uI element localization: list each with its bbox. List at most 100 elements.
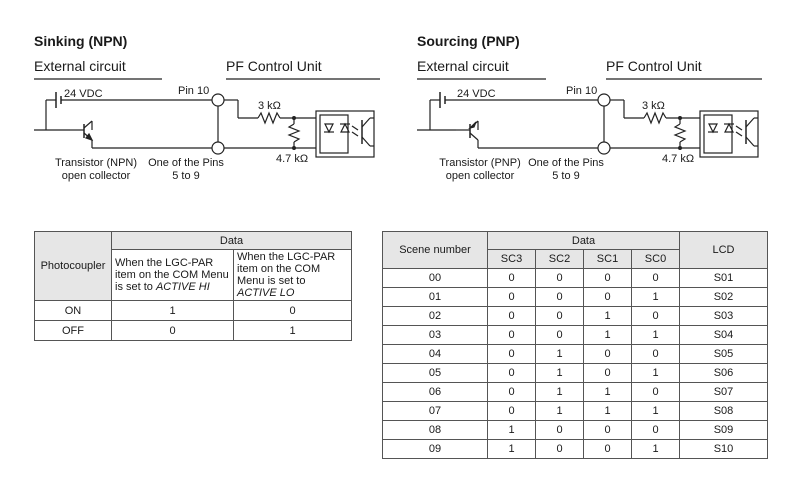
state-cell: OFF <box>34 320 112 341</box>
bit-cell: 0 <box>535 268 584 288</box>
bit-cell: 0 <box>487 287 536 307</box>
bit-cell: 0 <box>535 306 584 326</box>
state-cell: ON <box>34 300 112 321</box>
table-row: OFF 0 1 <box>34 320 352 341</box>
bit-cell: 0 <box>631 382 680 402</box>
bit-cell: 0 <box>583 287 632 307</box>
scene-table: Scene number Data LCD SC3 SC2 SC1 SC0 00… <box>382 231 768 459</box>
lo-cell: 1 <box>233 320 352 341</box>
sourcing-r1-label: 3 kΩ <box>642 100 665 112</box>
scene-cell: 09 <box>382 439 488 459</box>
bit-cell: 0 <box>487 325 536 345</box>
lcd-cell: S06 <box>679 363 768 383</box>
bit-cell: 1 <box>631 439 680 459</box>
scene-cell: 02 <box>382 306 488 326</box>
bit-cell: 0 <box>631 420 680 440</box>
scene-cell: 03 <box>382 325 488 345</box>
bit-cell: 1 <box>487 420 536 440</box>
bit-cell: 0 <box>487 306 536 326</box>
bit-cell: 0 <box>535 439 584 459</box>
col-lcd: LCD <box>679 231 768 269</box>
bit-cell: 0 <box>583 420 632 440</box>
lcd-cell: S02 <box>679 287 768 307</box>
bit-cell: 1 <box>487 439 536 459</box>
bit-cell: 1 <box>583 382 632 402</box>
scene-cell: 01 <box>382 287 488 307</box>
bit-cell: 0 <box>631 306 680 326</box>
scene-cell: 06 <box>382 382 488 402</box>
bit-cell: 0 <box>487 363 536 383</box>
lcd-cell: S03 <box>679 306 768 326</box>
bit-cell: 1 <box>583 325 632 345</box>
bit-cell: 0 <box>583 439 632 459</box>
scene-cell: 00 <box>382 268 488 288</box>
sourcing-supply-label: 24 VDC <box>457 88 496 100</box>
bit-cell: 1 <box>631 401 680 421</box>
table-row: ON 1 0 <box>34 300 352 321</box>
sinking-r1-label: 3 kΩ <box>258 100 281 112</box>
scene-cell: 04 <box>382 344 488 364</box>
lcd-cell: S04 <box>679 325 768 345</box>
sinking-control-label: PF Control Unit <box>226 58 322 74</box>
scene-cell: 08 <box>382 420 488 440</box>
col-active-lo: When the LGC-PAR item on the COM Menu is… <box>233 249 352 301</box>
scene-cell: 07 <box>382 401 488 421</box>
bit-cell: 0 <box>487 382 536 402</box>
sourcing-pin-top-label: Pin 10 <box>566 85 598 97</box>
scene-cell: 05 <box>382 363 488 383</box>
bit-cell: 0 <box>583 363 632 383</box>
sourcing-r2-label: 4.7 kΩ <box>662 153 695 165</box>
bit-cell: 0 <box>535 325 584 345</box>
photocoupler-table: Photocoupler Data When the LGC-PAR item … <box>34 231 352 341</box>
col-data: Data <box>487 231 680 250</box>
sinking-external-label: External circuit <box>34 58 126 74</box>
lo-cell: 0 <box>233 300 352 321</box>
bit-cell: 0 <box>487 268 536 288</box>
col-scene-number: Scene number <box>382 231 488 269</box>
sinking-title: Sinking (NPN) <box>34 33 128 49</box>
lcd-cell: S01 <box>679 268 768 288</box>
bit-cell: 0 <box>631 344 680 364</box>
sourcing-pins5to9-terminal <box>597 141 611 155</box>
bit-cell: 0 <box>535 420 584 440</box>
lcd-cell: S05 <box>679 344 768 364</box>
sourcing-title: Sourcing (PNP) <box>417 33 520 49</box>
sinking-r2-label: 4.7 kΩ <box>276 153 309 165</box>
col-sc1: SC1 <box>583 249 632 269</box>
bit-cell: 1 <box>535 344 584 364</box>
bit-cell: 1 <box>631 287 680 307</box>
bit-cell: 1 <box>535 382 584 402</box>
bit-cell: 1 <box>535 401 584 421</box>
col-photocoupler: Photocoupler <box>34 231 112 301</box>
col-active-hi: When the LGC-PAR item on the COM Menu is… <box>111 249 234 301</box>
bit-cell: 0 <box>487 401 536 421</box>
bit-cell: 0 <box>631 268 680 288</box>
lcd-cell: S09 <box>679 420 768 440</box>
col-data: Data <box>111 231 352 250</box>
lcd-cell: S07 <box>679 382 768 402</box>
hi-cell: 0 <box>111 320 234 341</box>
bit-cell: 0 <box>583 344 632 364</box>
sourcing-transistor-label: Transistor (PNP)open collector <box>439 157 521 182</box>
sourcing-control-label: PF Control Unit <box>606 58 702 74</box>
lcd-cell: S10 <box>679 439 768 459</box>
bit-cell: 1 <box>583 401 632 421</box>
sourcing-external-label: External circuit <box>417 58 509 74</box>
bit-cell: 1 <box>583 306 632 326</box>
bit-cell: 1 <box>631 325 680 345</box>
sinking-pins5to9-terminal <box>211 141 225 155</box>
col-sc2: SC2 <box>535 249 584 269</box>
